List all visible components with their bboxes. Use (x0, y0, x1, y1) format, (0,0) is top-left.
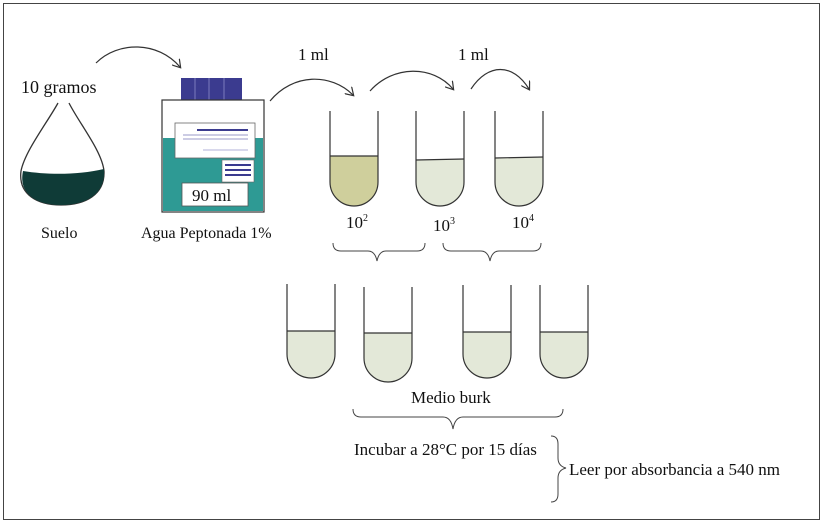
peptone-volume-label: 90 ml (192, 186, 231, 205)
tube-dilution-3 (415, 111, 465, 207)
dilution-label-4: 104 (512, 213, 534, 232)
bottle-cap (181, 78, 242, 100)
tube-dilution-4 (494, 111, 544, 207)
brace-dilution-2-3 (332, 242, 426, 262)
tube-medium-2 (363, 287, 413, 383)
protocol-diagram: 10 gramos Suelo 90 ml Agua Peptonada 1% … (3, 3, 820, 520)
tube-medium-4 (539, 285, 589, 379)
brace-incubate (550, 435, 567, 503)
tube-medium-3 (462, 285, 512, 379)
medium-label: Medio burk (411, 388, 491, 407)
read-label: Leer por absorbancia a 540 nm (569, 460, 780, 479)
transfer-arrow-1 (269, 78, 353, 102)
peptone-bottle (161, 78, 265, 213)
peptone-water-label: Agua Peptonada 1% (141, 225, 272, 242)
brace-medium (352, 408, 564, 430)
transfer-arrow-3 (470, 68, 529, 90)
bottle-label (174, 122, 256, 159)
transfer-volume-1: 1 ml (298, 45, 329, 64)
dilution-label-2: 102 (346, 213, 368, 232)
transfer-arrow-2 (369, 70, 453, 92)
diagram-border (3, 3, 820, 520)
diagram-frame: 10 gramos Suelo 90 ml Agua Peptonada 1% … (3, 3, 820, 520)
soil-flask (20, 102, 105, 206)
soil-mass-label: 10 gramos (21, 77, 97, 97)
transfer-volume-2: 1 ml (458, 45, 489, 64)
transfer-arrow-soil (95, 46, 180, 67)
dilution-label-3: 103 (433, 216, 455, 235)
tube-medium-1 (286, 284, 336, 379)
tube-dilution-2 (329, 111, 379, 207)
soil-fill (22, 169, 105, 205)
brace-dilution-3-4 (442, 242, 542, 262)
soil-label: Suelo (41, 225, 77, 242)
incubate-label: Incubar a 28°C por 15 días (354, 440, 537, 459)
